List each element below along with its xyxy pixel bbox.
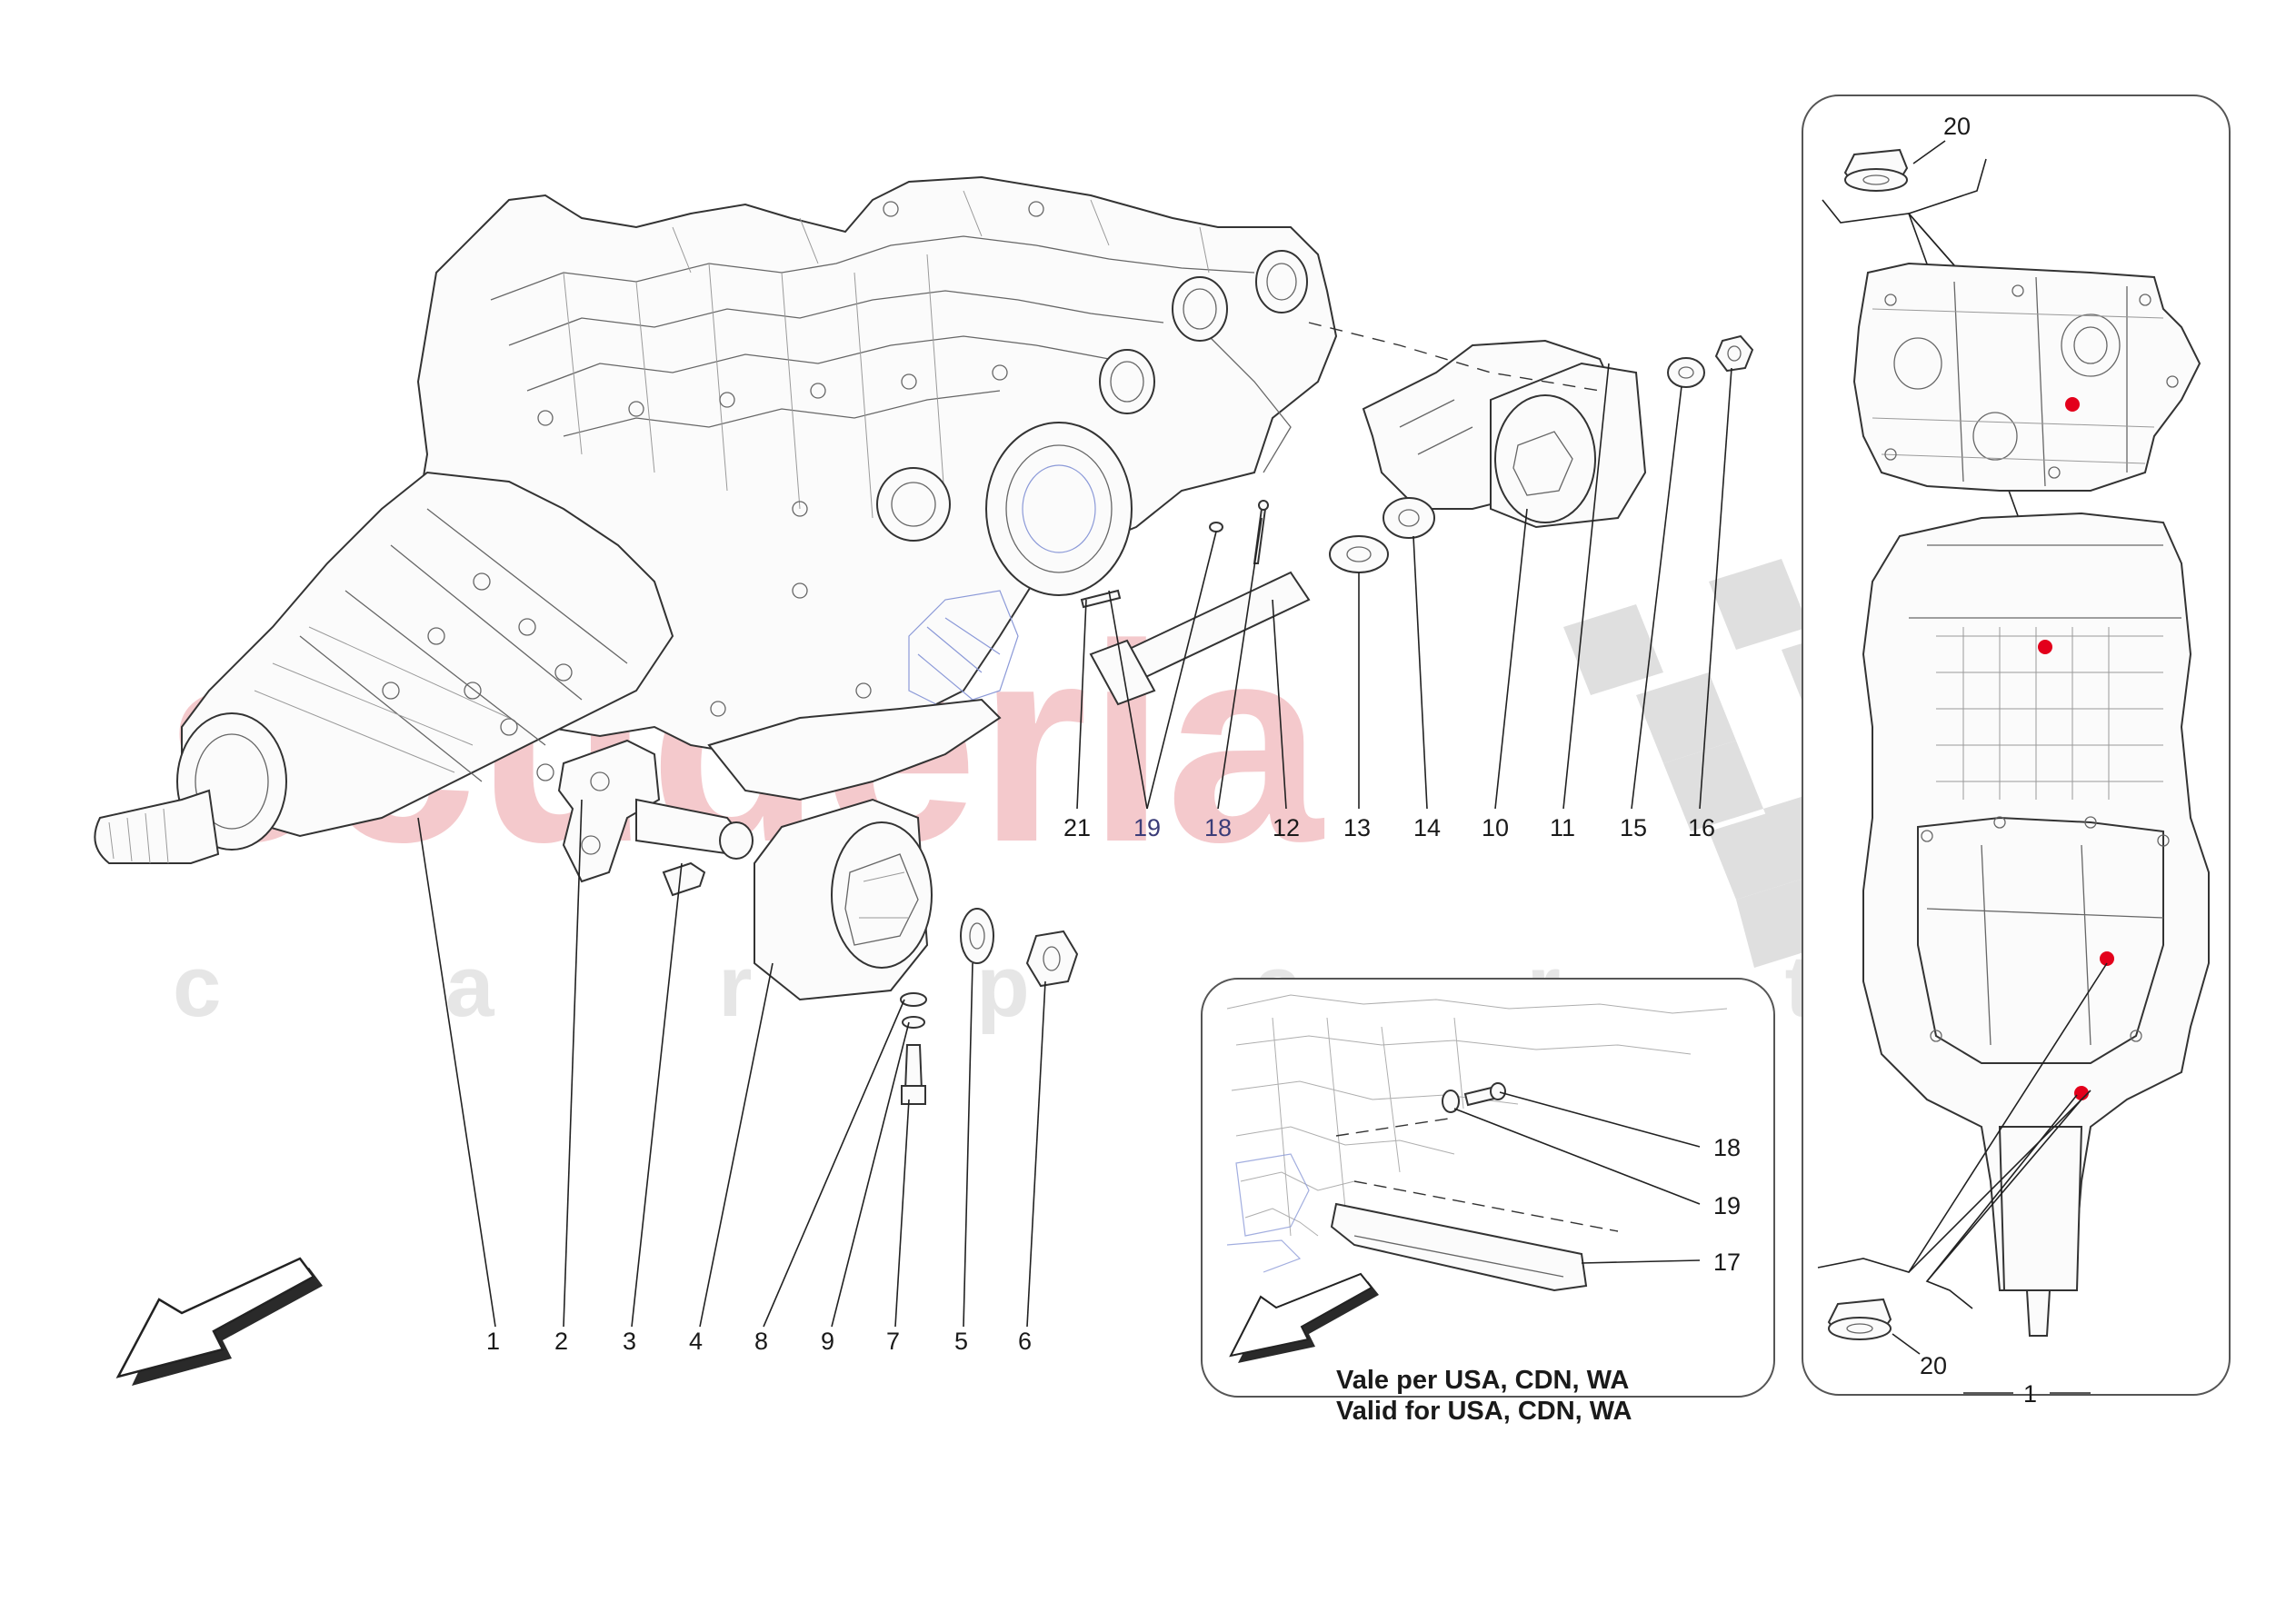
label-5: 5 [954, 1328, 968, 1355]
label-4: 4 [689, 1328, 703, 1355]
washer-part-13 [1329, 535, 1389, 573]
inset-usa-variant: 18 19 17 Vale per USA, CDN, WA Valid for… [1201, 978, 1775, 1426]
bolt-part-7 [901, 1044, 926, 1105]
label-15: 15 [1620, 814, 1647, 841]
label-18: 18 [1204, 814, 1232, 841]
side-label-20-bottom: 20 [1920, 1352, 1947, 1379]
label-12: 12 [1273, 814, 1300, 841]
label-1: 1 [486, 1328, 500, 1355]
side-panel-drain-plugs: 20 [1802, 95, 2231, 1396]
leader-lines [417, 363, 1732, 1328]
inset-label-19: 19 [1713, 1192, 1741, 1219]
inset-label-18: 18 [1713, 1134, 1741, 1161]
drain-plug-marker [2065, 397, 2080, 412]
washer-part-19 [1209, 522, 1223, 532]
washer-part-5 [960, 908, 994, 964]
label-8: 8 [754, 1328, 768, 1355]
plug-icon-top [1843, 148, 1909, 192]
side-panel-label-1: 1 [2023, 1380, 2037, 1408]
mount-bracket-part-2 [557, 739, 661, 883]
inset-caption-line2: Valid for USA, CDN, WA [1336, 1397, 1632, 1426]
drain-plug-marker-pan [2100, 951, 2114, 966]
label-7: 7 [886, 1328, 900, 1355]
label-11: 11 [1550, 814, 1575, 841]
rubber-mount-part-10 [1490, 362, 1647, 529]
rubber-mount-part-4 [754, 798, 933, 1001]
direction-arrow-icon [115, 1257, 323, 1386]
nut-part-6 [1025, 930, 1079, 988]
label-21: 21 [1063, 814, 1091, 841]
label-19: 19 [1133, 814, 1161, 841]
assembly-axis-line [1308, 322, 1601, 392]
label-14: 14 [1413, 814, 1441, 841]
inset-direction-arrow-icon [1229, 1272, 1379, 1363]
washer-part-15 [1667, 357, 1705, 388]
side-label-20-top: 20 [1943, 113, 1971, 140]
nut-part-16 [1714, 334, 1754, 373]
label-16: 16 [1688, 814, 1715, 841]
drain-plug-marker-tail [2074, 1086, 2089, 1100]
part-labels-bottom: 1 2 3 4 8 9 7 5 6 [486, 1328, 1032, 1355]
fill-plug-marker [2038, 640, 2052, 654]
plug-icon-bottom [1827, 1298, 1892, 1340]
stud-part-3 [635, 798, 754, 897]
label-10: 10 [1482, 814, 1509, 841]
label-9: 9 [821, 1328, 834, 1355]
washer-part-8 [900, 992, 927, 1007]
label-2: 2 [554, 1328, 568, 1355]
label-6: 6 [1018, 1328, 1032, 1355]
gearbox-underside-view [1862, 512, 2210, 1337]
washer-part-9 [902, 1016, 925, 1029]
label-3: 3 [623, 1328, 636, 1355]
label-13: 13 [1343, 814, 1371, 841]
part-labels-top: 21 19 18 12 13 14 10 11 15 16 [1063, 814, 1715, 841]
inset-caption-line1: Vale per USA, CDN, WA [1336, 1366, 1629, 1395]
washer-part-14 [1383, 497, 1435, 539]
gearbox-housing [94, 175, 1338, 864]
inset-label-17: 17 [1713, 1249, 1741, 1276]
gearbox-rear-view [1852, 262, 2201, 492]
